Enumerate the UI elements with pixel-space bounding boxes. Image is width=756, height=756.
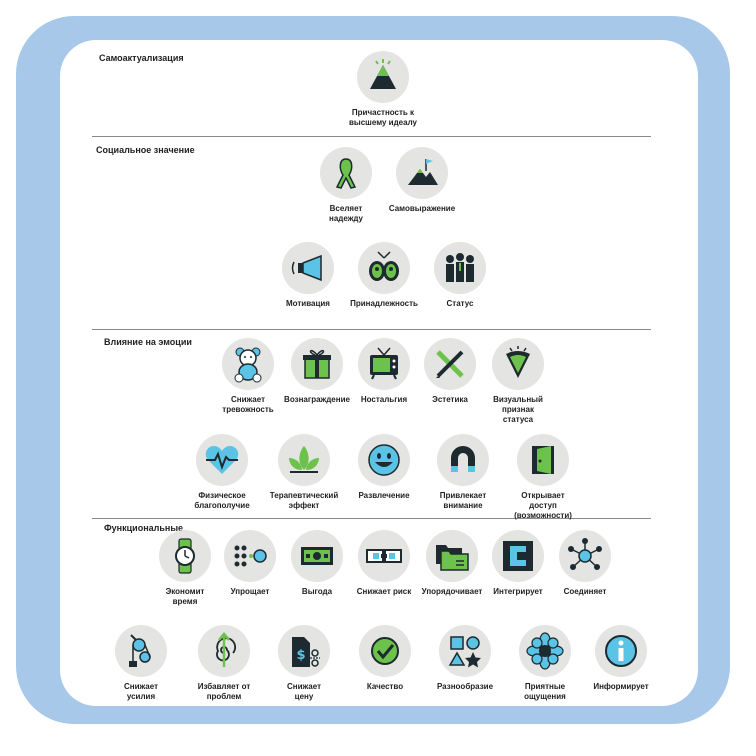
- element-badge-value: Визуальный признак статуса: [468, 338, 568, 425]
- dots-grid-icon: [234, 545, 267, 567]
- element-label: Терапевтический эффект: [269, 491, 339, 510]
- element-label: Качество: [366, 682, 404, 691]
- element-avoids-hassles: Избавляет от проблем: [174, 625, 274, 702]
- element-label: Снижает усилия: [123, 682, 158, 701]
- svg-text:$: $: [296, 648, 305, 663]
- checkmark-circle-icon: [371, 637, 399, 665]
- element-fun-entertainment: Развлечение: [334, 434, 434, 501]
- gift-box-icon: [303, 349, 331, 379]
- element-label: Привлекает внимание: [439, 491, 487, 510]
- element-label: Приятные ощущения: [524, 682, 566, 701]
- element-organizes: Упорядочивает: [402, 530, 502, 597]
- megaphone-icon: [291, 254, 322, 282]
- element-reduces-risk: Снижает риск: [334, 530, 434, 597]
- element-therapeutic-value: Терапевтический эффект: [254, 434, 354, 511]
- element-saves-time: Экономит время: [135, 530, 235, 607]
- element-label: Разнообразие: [436, 682, 494, 691]
- element-label: Снижает тревожность: [222, 395, 274, 414]
- mountain-flag-icon: [408, 159, 438, 185]
- element-label: Эстетика: [432, 395, 468, 404]
- element-quality: Качество: [335, 625, 435, 692]
- seatbelt-buckle-icon: [366, 549, 402, 563]
- element-reduces-effort: Снижает усилия: [91, 625, 191, 702]
- element-label: Упорядочивает: [421, 587, 483, 596]
- element-label: Визуальный признак статуса: [493, 395, 543, 424]
- section-divider: [92, 518, 651, 519]
- element-motivation: Мотивация: [258, 242, 358, 309]
- network-hub-icon: [568, 538, 602, 570]
- spiral-arrow-icon: [216, 632, 236, 667]
- element-status: Статус: [410, 242, 510, 309]
- c-block-icon: [503, 541, 533, 571]
- price-tag-scissors-icon: $: [292, 637, 320, 667]
- element-attractiveness: Привлекает внимание: [413, 434, 513, 511]
- mountain-peak-icon: [370, 59, 396, 89]
- element-label: Выгода: [301, 587, 333, 596]
- flower-icon: [526, 632, 564, 670]
- shapes-icon: [448, 636, 481, 668]
- element-hope: Вселяет надежду: [296, 147, 396, 224]
- element-rewards-me: Вознаграждение: [267, 338, 367, 405]
- element-self-expression: Самовыражение: [372, 147, 472, 214]
- section-title-self-actualization: Самоактуализация: [99, 53, 184, 63]
- section-divider: [92, 329, 651, 330]
- awareness-ribbon-icon: [335, 158, 357, 189]
- element-connects: Соединяет: [535, 530, 635, 597]
- element-label: Информирует: [593, 682, 649, 691]
- element-variety: Разнообразие: [415, 625, 515, 692]
- element-label: Причастность к высшему идеалу: [348, 108, 417, 127]
- element-design-aesthetics: Эстетика: [400, 338, 500, 405]
- element-label: Снижает цену: [286, 682, 321, 701]
- element-simplifies: Упрощает: [200, 530, 300, 597]
- element-label: Мотивация: [286, 299, 330, 308]
- brush-pencil-icon: [436, 350, 464, 378]
- folders-icon: [436, 545, 469, 571]
- smiley-icon: [368, 444, 400, 476]
- element-label: Принадлежность: [350, 299, 418, 308]
- element-label: Экономит время: [165, 587, 205, 606]
- people-group-icon: [446, 253, 474, 282]
- element-reduces-anxiety: Снижает тревожность: [198, 338, 298, 415]
- element-label: Упрощает: [230, 587, 270, 596]
- section-title-social: Социальное значение: [96, 145, 195, 155]
- pulley-icon: [129, 634, 151, 667]
- element-label: Снижает риск: [356, 587, 412, 596]
- element-label: Открывает доступ (возможности): [514, 491, 572, 520]
- element-label: Физическое благополучие: [194, 491, 250, 510]
- section-title-functional: Функциональные: [104, 523, 184, 533]
- element-label: Вселяет надежду: [329, 204, 363, 223]
- badge-shield-icon: [506, 346, 530, 378]
- element-label: Статус: [446, 299, 474, 308]
- element-wellness: Физическое благополучие: [172, 434, 272, 511]
- tv-faces-icon: [369, 251, 399, 281]
- heart-pulse-icon: [205, 446, 239, 474]
- element-reduces-cost: $ Снижает цену: [254, 625, 354, 702]
- element-sensory-appeal: Приятные ощущения: [495, 625, 595, 702]
- element-affiliation: Принадлежность: [334, 242, 434, 309]
- element-nostalgia: Ностальгия: [334, 338, 434, 405]
- wristwatch-icon: [175, 538, 195, 574]
- info-icon: [605, 635, 637, 667]
- element-makes-money: Выгода: [267, 530, 367, 597]
- leaves-icon: [289, 446, 319, 473]
- element-label: Вознаграждение: [284, 395, 350, 404]
- open-door-icon: [532, 446, 554, 474]
- element-label: Избавляет от проблем: [197, 682, 251, 701]
- element-label: Ностальгия: [360, 395, 408, 404]
- element-label: Самовыражение: [388, 204, 456, 213]
- element-provides-access: Открывает доступ (возможности): [493, 434, 593, 521]
- section-title-emotional: Влияние на эмоции: [104, 337, 192, 347]
- element-transcendence: Причастность к высшему идеалу: [333, 51, 433, 128]
- teddy-bear-icon: [234, 347, 262, 383]
- retro-tv-icon: [370, 347, 398, 380]
- element-label: Развлечение: [358, 491, 410, 500]
- element-label: Соединяет: [563, 587, 607, 596]
- section-divider: [92, 136, 651, 137]
- banknote-icon: [301, 547, 333, 565]
- element-informs: Информирует: [571, 625, 671, 692]
- element-label: Интегрирует: [493, 587, 543, 596]
- element-integrates: Интегрирует: [468, 530, 568, 597]
- magnet-icon: [451, 446, 475, 472]
